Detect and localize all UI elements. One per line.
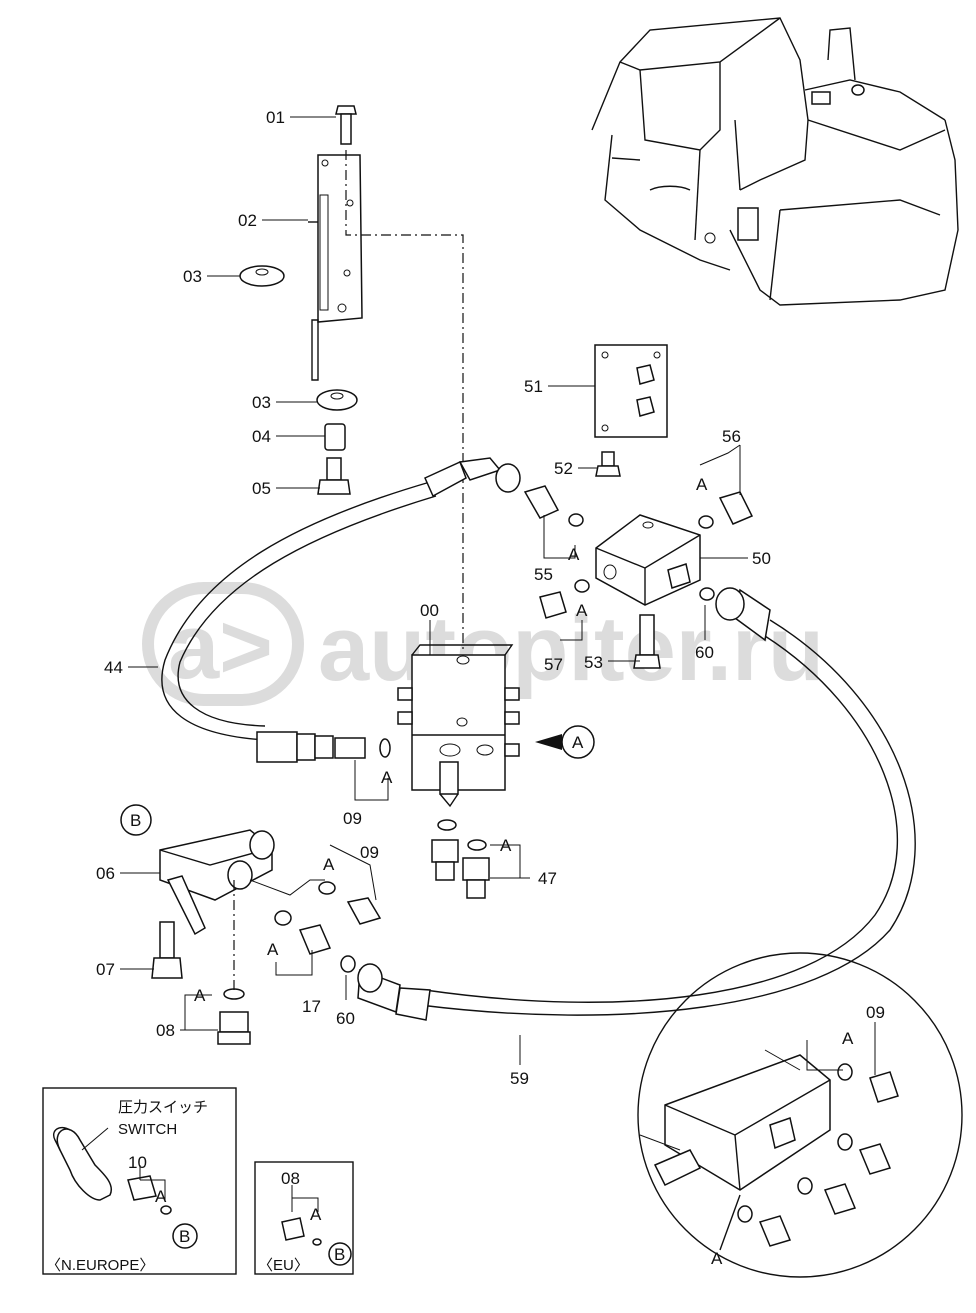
valve-block-50 (595, 514, 701, 606)
label-55: 55 (534, 565, 553, 584)
ref-a-47: A (500, 836, 512, 855)
valve-06 (151, 829, 356, 1045)
leader-lines (120, 116, 876, 1212)
label-01: 01 (266, 108, 285, 127)
label-00: 00 (420, 601, 439, 620)
hose-59 (357, 587, 916, 1021)
arrow-a-pointer (535, 734, 562, 750)
label-51: 51 (524, 377, 543, 396)
label-52: 52 (554, 459, 573, 478)
callout-a-main: A (572, 733, 584, 752)
label-02: 02 (238, 211, 257, 230)
ref-a-09c: A (842, 1029, 854, 1048)
label-47: 47 (538, 869, 557, 888)
watermark-logo: a> (168, 596, 273, 698)
ref-a-10: A (155, 1187, 167, 1206)
label-03b: 03 (252, 393, 271, 412)
ref-a-08: A (194, 986, 206, 1005)
label-06: 06 (96, 864, 115, 883)
fittings-47 (431, 819, 490, 899)
label-03a: 03 (183, 267, 202, 286)
label-57: 57 (544, 655, 563, 674)
inset-eu (254, 1161, 354, 1275)
label-04: 04 (252, 427, 271, 446)
ref-a-17: A (267, 940, 279, 959)
label-10: 10 (128, 1153, 147, 1172)
detail-a-label: A (711, 1249, 723, 1268)
label-05: 05 (252, 479, 271, 498)
label-59: 59 (510, 1069, 529, 1088)
bracket-assembly (239, 105, 464, 650)
label-60a: 60 (695, 643, 714, 662)
plate-51 (594, 344, 668, 438)
switch-en-label: SWITCH (118, 1121, 177, 1138)
callout-b-valve: B (130, 811, 141, 830)
ref-a-57: A (576, 601, 588, 620)
fittings-09 (318, 737, 391, 925)
label-17: 17 (302, 997, 321, 1016)
excavator-cab-illustration (591, 17, 959, 306)
ref-a-08b: A (310, 1205, 322, 1224)
fittings-50 (523, 451, 754, 669)
ref-b-10: B (179, 1227, 190, 1246)
label-07: 07 (96, 960, 115, 979)
label-08: 08 (156, 1021, 175, 1040)
callout-a-circle (561, 725, 595, 759)
label-60b: 60 (336, 1009, 355, 1028)
label-56: 56 (722, 427, 741, 446)
label-44: 44 (104, 658, 123, 677)
switch-jp-label: 圧力スイッチ (118, 1099, 208, 1116)
eu-caption: 〈EU〉 (258, 1257, 309, 1274)
inset-n-europe (42, 1087, 237, 1275)
valve-block-00 (397, 644, 520, 808)
label-08b: 08 (281, 1169, 300, 1188)
ref-a-09a: A (381, 768, 393, 787)
label-50: 50 (752, 549, 771, 568)
label-53: 53 (584, 653, 603, 672)
label-09a: 09 (343, 809, 362, 828)
ref-a-56: A (696, 475, 708, 494)
hose-44 (161, 457, 521, 763)
callout-b-circle (120, 804, 152, 836)
ref-b-08b: B (334, 1245, 345, 1264)
ref-a-09b: A (323, 855, 335, 874)
ref-a-55: A (568, 545, 580, 564)
n-europe-caption: 〈N.EUROPE〉 (46, 1257, 154, 1274)
label-09c: 09 (866, 1003, 885, 1022)
detail-view-a (637, 952, 963, 1278)
label-09b: 09 (360, 843, 379, 862)
